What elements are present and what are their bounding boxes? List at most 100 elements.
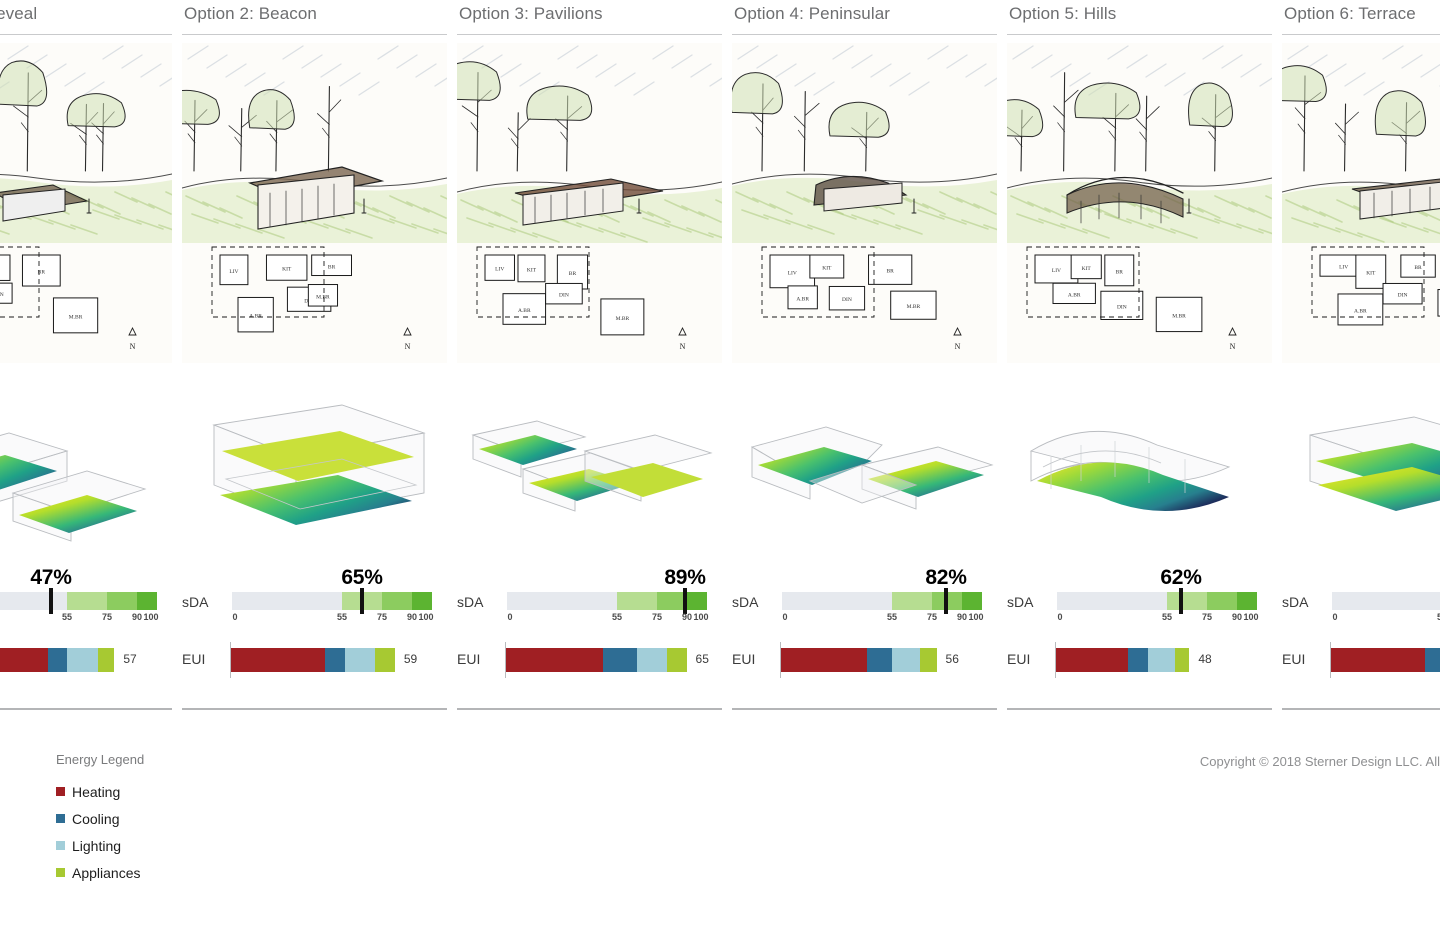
eui-axis-label: EUI	[1282, 651, 1306, 667]
sda-tick: 55	[336, 612, 348, 622]
sda-tick: 75	[101, 612, 113, 622]
sda-track	[507, 592, 707, 610]
eui-track	[506, 648, 687, 672]
option-title: Option 4: Peninsular	[734, 4, 891, 23]
eui-segment	[344, 648, 376, 672]
svg-text:LIV: LIV	[788, 270, 797, 276]
sda-value-marker	[360, 588, 364, 614]
daylight-analysis-render	[1282, 375, 1440, 560]
svg-text:DIN: DIN	[842, 297, 852, 303]
eui-segment	[781, 648, 868, 672]
column-divider	[182, 708, 447, 710]
eui-axis-line	[780, 642, 781, 678]
column-divider	[732, 708, 997, 710]
sda-tick: 100	[693, 612, 709, 622]
title-divider	[457, 34, 722, 35]
svg-text:N: N	[130, 342, 136, 351]
sda-axis-label: sDA	[182, 594, 209, 610]
option-title: Option 1: Reveal	[0, 4, 38, 23]
option-title: Option 3: Pavilions	[459, 4, 603, 23]
legend-color-swatch	[56, 787, 65, 796]
title-divider	[182, 34, 447, 35]
sda-value-label: 47%	[30, 566, 72, 589]
svg-text:KIT: KIT	[1366, 271, 1376, 277]
eui-segment	[919, 648, 937, 672]
sda-band	[1057, 592, 1167, 610]
eui-segment	[1331, 648, 1426, 672]
sda-value-label: 65%	[341, 566, 383, 589]
sda-band	[657, 592, 687, 610]
svg-text:BR: BR	[38, 270, 46, 276]
eui-total-label: 57	[123, 652, 137, 666]
svg-text:A.BR: A.BR	[518, 308, 531, 314]
sda-tick: 100	[1243, 612, 1259, 622]
legend-item: Appliances	[56, 859, 266, 886]
sda-tick: 90	[131, 612, 143, 622]
eui-axis-line	[1330, 642, 1331, 678]
eui-axis-label: EUI	[732, 651, 756, 667]
eui-segment	[1128, 648, 1148, 672]
eui-segment	[636, 648, 668, 672]
sda-value-label: 62%	[1160, 566, 1202, 589]
sda-band	[382, 592, 412, 610]
sda-band	[962, 592, 982, 610]
sda-tick: 75	[1201, 612, 1213, 622]
legend-title: Energy Legend	[56, 752, 145, 767]
energy-legend: Energy Legend Heating Cooling Lighting A…	[56, 752, 266, 886]
sda-value-marker	[944, 588, 948, 614]
legend-item: Cooling	[56, 805, 266, 832]
sda-band	[617, 592, 657, 610]
eui-segment	[506, 648, 604, 672]
svg-text:DIN: DIN	[0, 292, 4, 298]
eui-track	[1056, 648, 1190, 672]
sda-band	[687, 592, 707, 610]
column-divider	[457, 708, 722, 710]
svg-text:KIT: KIT	[822, 266, 832, 272]
legend-item: Lighting	[56, 832, 266, 859]
column-divider	[0, 708, 172, 710]
svg-text:DIN: DIN	[1117, 304, 1127, 310]
svg-text:BR: BR	[1116, 269, 1124, 275]
svg-text:LIV: LIV	[1052, 268, 1061, 274]
svg-text:M.BR: M.BR	[69, 314, 83, 320]
eui-track	[0, 648, 115, 672]
eui-total-label: 65	[695, 652, 709, 666]
eui-axis-label: EUI	[182, 651, 206, 667]
option-title: Option 5: Hills	[1009, 4, 1117, 23]
eui-segment	[667, 648, 687, 672]
daylight-analysis-render	[1007, 375, 1272, 560]
sda-track	[0, 592, 157, 610]
svg-text:KIT: KIT	[1082, 266, 1092, 272]
title-divider	[1282, 34, 1440, 35]
svg-text:A.BR: A.BR	[796, 296, 809, 302]
svg-text:N: N	[955, 342, 961, 351]
eui-segment	[1425, 648, 1440, 672]
sda-band	[137, 592, 157, 610]
svg-text:M.BR: M.BR	[1172, 313, 1186, 319]
eui-segment	[1147, 648, 1176, 672]
eui-segment	[97, 648, 115, 672]
column-divider	[1282, 708, 1440, 710]
sda-band	[892, 592, 932, 610]
sda-band	[1207, 592, 1237, 610]
svg-text:BR: BR	[1414, 265, 1422, 271]
svg-text:BR: BR	[569, 271, 577, 277]
daylight-analysis-render	[182, 375, 447, 560]
sda-tick: 0	[507, 612, 513, 622]
svg-text:KIT: KIT	[282, 267, 292, 273]
sda-track	[782, 592, 982, 610]
svg-text:N: N	[405, 342, 411, 351]
